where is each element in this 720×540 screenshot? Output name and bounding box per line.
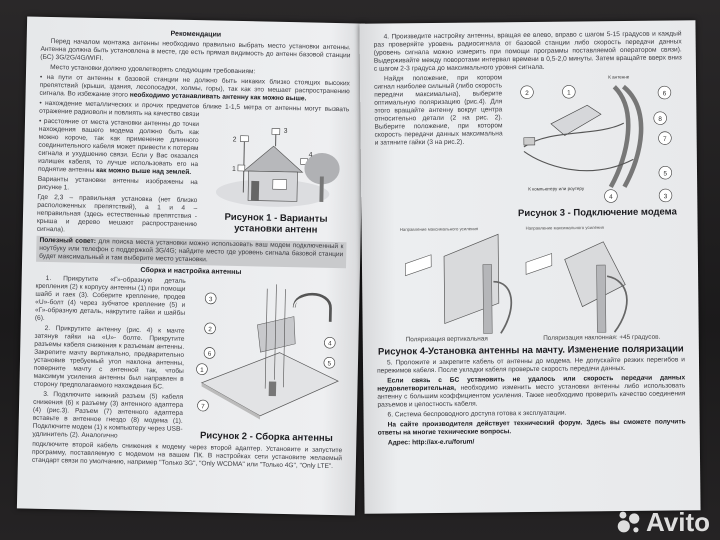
- fig2-label-3: 3: [209, 296, 213, 303]
- forum-notice: На сайте производителя действует техниче…: [377, 418, 686, 437]
- figure-4-polarization-diagram: Направление максимального усиления Напра…: [400, 225, 628, 334]
- figure-1-house-illustration: 1 2 3 4: [215, 128, 340, 207]
- fig3-label-6: 6: [663, 90, 667, 97]
- fig3-label-7: 7: [663, 136, 667, 143]
- figure-1-caption: Рисунок 1 - Варианты установки антенн: [224, 211, 328, 236]
- to-computer-label: К компьютеру или роутеру: [528, 186, 585, 192]
- slanted-polarization-label: Поляризация наклонная: +45 градусов.: [543, 333, 661, 342]
- fig2-label-6: 6: [208, 351, 212, 358]
- direction-label-right: Направление максимального усиления: [526, 225, 605, 231]
- useful-tip: Полезный совет: для поиска места установ…: [36, 235, 347, 269]
- vertical-polarization-label: Поляризация вертикальная: [405, 335, 488, 344]
- fig1-label-3: 3: [284, 128, 288, 135]
- fig1-label-2: 2: [233, 136, 237, 143]
- step-2: 2. Прикрутите антенну (рис. 4) к мачте з…: [33, 324, 185, 391]
- step-4: 4. Произведите настройку антенны, вращая…: [373, 30, 682, 73]
- avito-text: Avito: [645, 507, 710, 537]
- fig2-label-5: 5: [327, 360, 331, 367]
- figure-2-assembly-diagram: 3 2 6 1 7 4 5: [196, 284, 339, 420]
- fig3-label-3: 3: [664, 193, 668, 200]
- fig3-label-1: 1: [567, 89, 571, 96]
- direction-label-left: Направление максимального усиления: [400, 226, 479, 232]
- fig2-label-2: 2: [208, 326, 212, 333]
- right-page: 4. Произведите настройку антенны, вращая…: [359, 20, 701, 514]
- forum-address-link[interactable]: Адрес: http://ax-e.ru/forum/: [387, 438, 475, 447]
- fig2-label-1: 1: [200, 367, 204, 374]
- fig1-label-4: 4: [309, 152, 313, 159]
- polarization-text: Найдя положение, при котором сигнал наиб…: [374, 74, 503, 147]
- fig2-label-7: 7: [201, 403, 205, 410]
- bullet-3: • расстояние от места установки антенны …: [37, 117, 200, 176]
- avito-logo-icon: [617, 511, 640, 533]
- variants-text: Варианты установки антенны изображены на…: [37, 175, 198, 192]
- fig2-label-4: 4: [328, 340, 332, 347]
- figure-4-caption: Рисунок 4-Установка антенны на мачту. Из…: [377, 343, 684, 358]
- figure-3-modem-connection: 2 1 6 8 7 5 4 3 К антенне К компьютеру и…: [520, 74, 673, 203]
- fig3-label-2: 2: [525, 90, 529, 97]
- step-1: 1. Прикрутите «Г»-образную деталь крепле…: [34, 274, 186, 322]
- step-3: 3. Подключите нижний разъем (5) кабеля с…: [32, 390, 184, 440]
- fig3-label-4: 4: [609, 194, 613, 201]
- avito-watermark: Avito: [616, 507, 710, 537]
- step-5: 5. Проложите и закрепите кабель от антен…: [377, 356, 686, 375]
- variants-note: Где 2,3 – правильная установка (нет близ…: [36, 193, 198, 234]
- figure-3-caption: Рисунок 3 - Подключение модема: [517, 206, 677, 220]
- warning-text: Если связь с БС установить не удалось ил…: [377, 374, 686, 409]
- figure-2-caption: Рисунок 2 - Сборка антенны: [199, 430, 333, 445]
- bullet-1: • на пути от антенны к базовой станции н…: [39, 73, 350, 103]
- intro-text: Перед началом монтажа антенны необходимо…: [40, 38, 351, 63]
- left-page: Рекомендации Перед началом монтажа антен…: [16, 16, 366, 516]
- to-antenna-label: К антенне: [608, 74, 630, 79]
- step-3-continued: подключите второй кабель снижения к моде…: [31, 440, 343, 471]
- fig3-label-5: 5: [663, 170, 667, 177]
- fig3-label-8: 8: [658, 116, 662, 123]
- fig1-label-1: 1: [232, 166, 236, 173]
